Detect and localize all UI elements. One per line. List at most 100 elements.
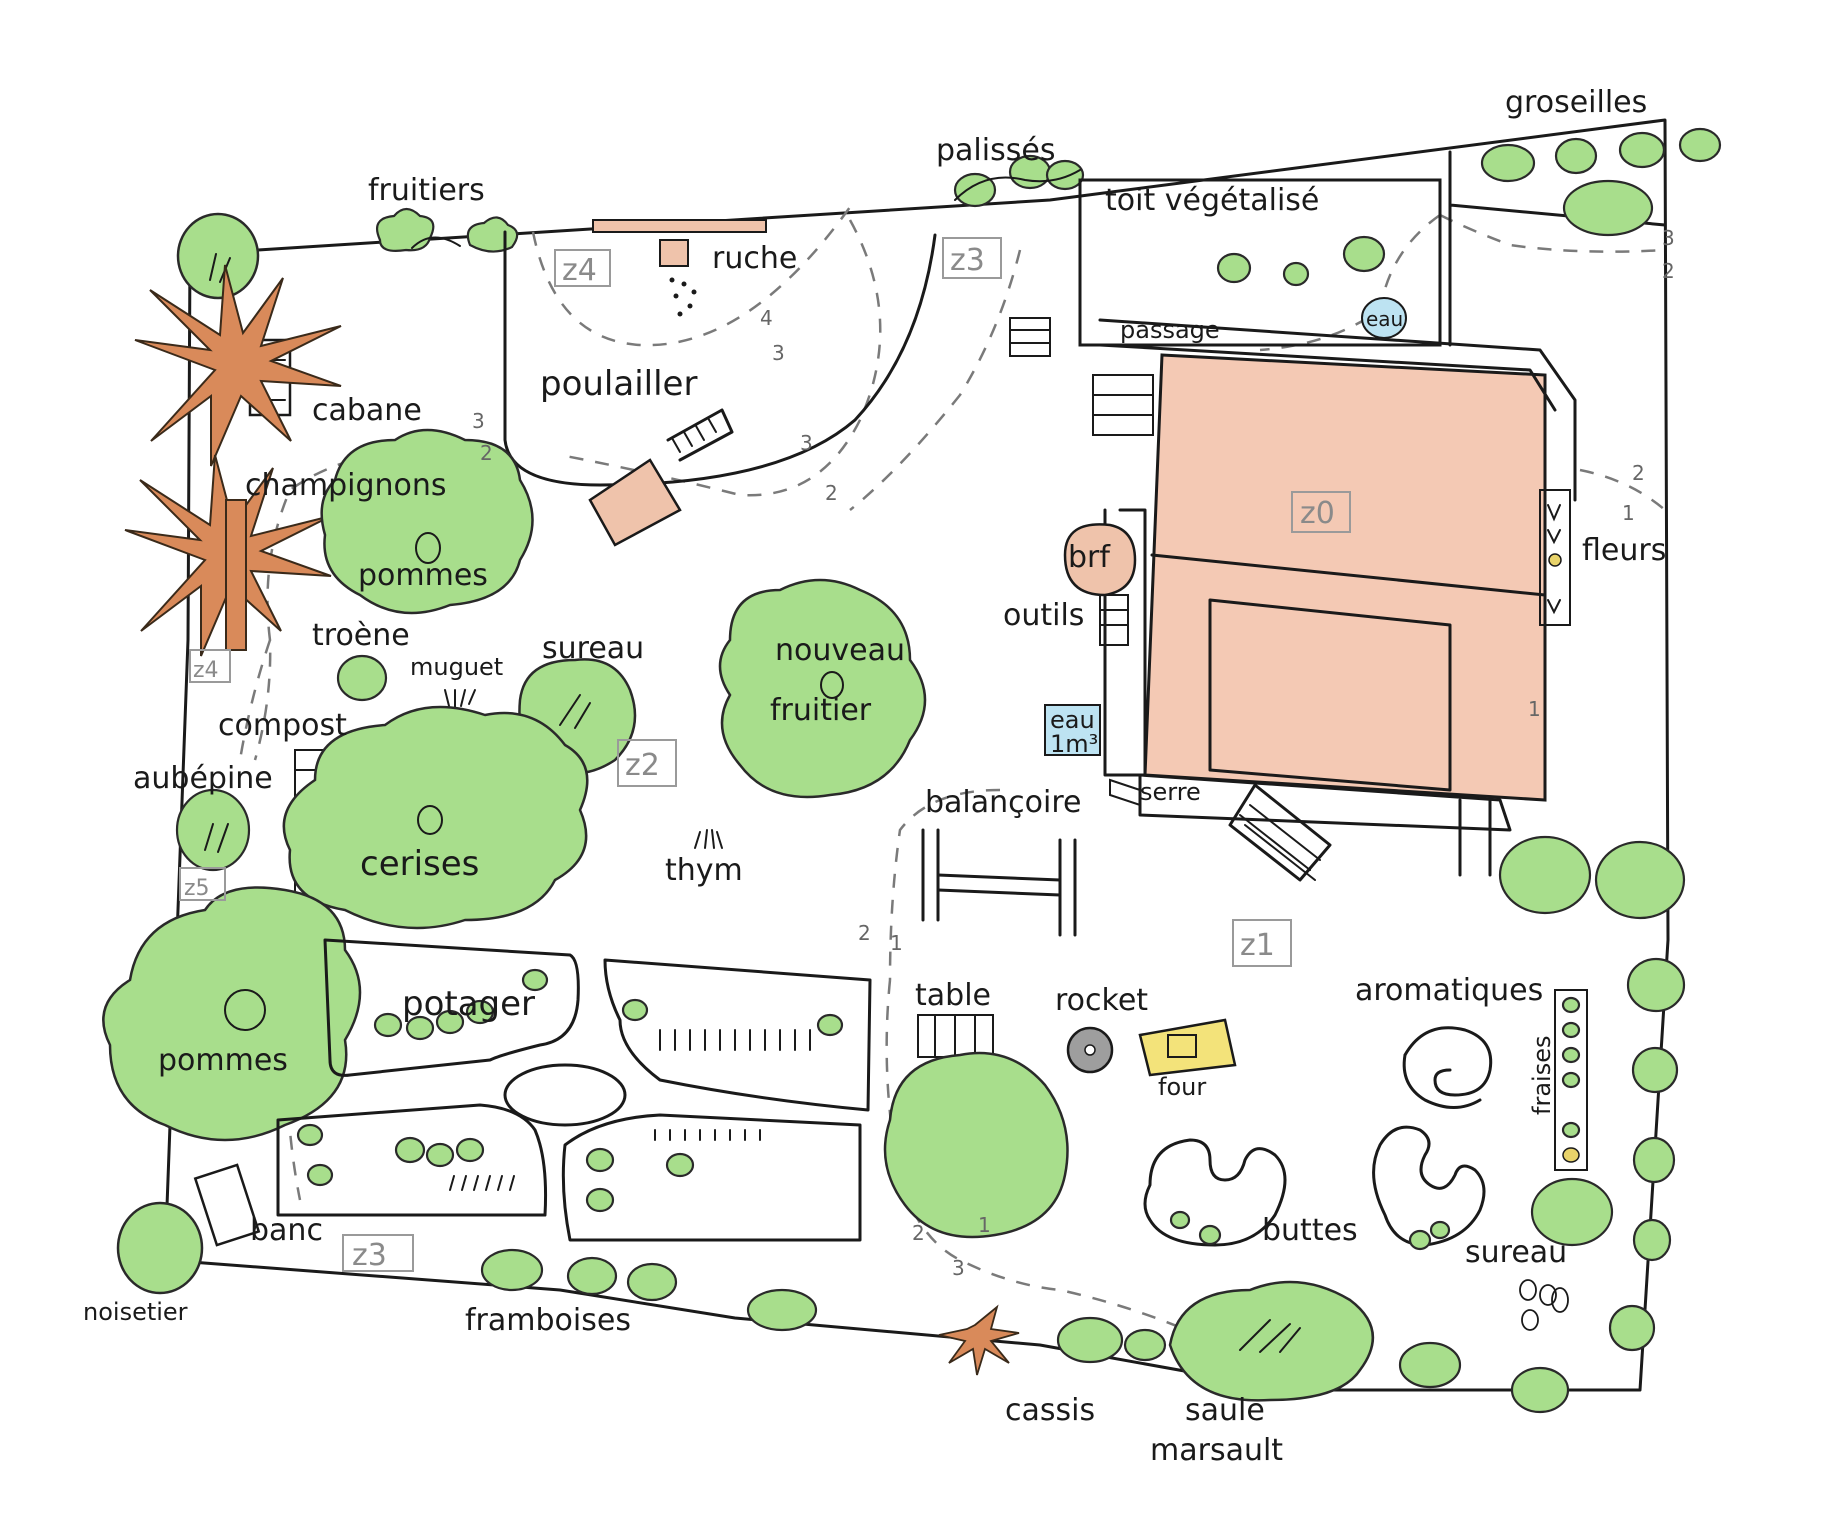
label-banc: banc <box>250 1213 323 1248</box>
svg-text:2: 2 <box>1662 259 1675 283</box>
label-aubepine: aubépine <box>133 761 273 796</box>
label-eau-1m3-line2: 1m³ <box>1050 730 1098 758</box>
label-nouveau: nouveau <box>775 633 905 668</box>
toit-vegetalise-area <box>1078 178 1442 347</box>
zone-z4-top: z4 <box>562 253 597 288</box>
plan-labels: fruitiers palissés groseilles toit végét… <box>83 85 1666 1468</box>
label-potager: potager <box>402 984 535 1024</box>
label-table: table <box>915 978 991 1013</box>
fraises-bed <box>1554 989 1588 1171</box>
property-boundary <box>163 118 1670 1392</box>
label-balancoire: balançoire <box>925 785 1081 820</box>
label-marsault: marsault <box>1150 1433 1283 1468</box>
label-noisetier: noisetier <box>83 1298 188 1326</box>
label-rocket: rocket <box>1055 983 1148 1018</box>
label-pommes-bottom: pommes <box>158 1043 288 1078</box>
zone-z2: z2 <box>625 748 660 783</box>
label-champignons: champignons <box>245 468 447 503</box>
bee-dots <box>669 277 697 317</box>
cassis-bush-2 <box>1123 1328 1167 1362</box>
noisetier-tree <box>116 1201 204 1295</box>
svg-text:2: 2 <box>1632 461 1645 485</box>
zone-z0: z0 <box>1300 496 1335 531</box>
label-buttes: buttes <box>1262 1213 1358 1248</box>
svg-text:3: 3 <box>1662 226 1675 250</box>
zone-z4-left: z4 <box>193 658 219 683</box>
label-ruche: ruche <box>712 241 797 276</box>
svg-text:2: 2 <box>912 1221 925 1245</box>
stones <box>1519 1279 1569 1331</box>
poulailler-house <box>588 458 682 547</box>
palisses <box>953 154 1085 208</box>
aromatiques-spiral <box>1403 1026 1493 1097</box>
fruitiers-row <box>376 207 519 253</box>
label-sureau-mid: sureau <box>542 631 644 666</box>
roof-plants <box>1216 235 1386 287</box>
label-palisses: palissés <box>936 133 1055 168</box>
palm-bottom <box>124 454 332 657</box>
label-fleurs: fleurs <box>1582 533 1666 568</box>
svg-text:1: 1 <box>890 931 903 955</box>
potager <box>276 938 872 1242</box>
label-groseilles: groseilles <box>1505 85 1647 120</box>
svg-text:1: 1 <box>1528 697 1541 721</box>
thym-plant <box>694 829 723 849</box>
label-outils: outils <box>1003 598 1084 633</box>
zone-z5: z5 <box>184 876 210 901</box>
label-eau-barrel: eau <box>1366 307 1403 331</box>
svg-text:4: 4 <box>760 306 773 330</box>
zone-ring-numbers: 4 3 3 2 3 2 3 2 2 1 1 2 1 2 3 1 <box>472 226 1675 1280</box>
label-pommes-top: pommes <box>358 558 488 593</box>
label-framboises: framboises <box>465 1303 631 1338</box>
label-poulailler: poulailler <box>540 364 697 404</box>
brf-pile <box>1063 523 1137 597</box>
label-thym: thym <box>665 853 743 888</box>
zone-z3-bottom: z3 <box>352 1238 387 1273</box>
label-four: four <box>1158 1073 1206 1101</box>
aubepine-bush <box>175 788 251 872</box>
label-fraises: fraises <box>1528 1036 1556 1115</box>
banc-icon <box>193 1163 261 1247</box>
label-passage: passage <box>1120 316 1220 344</box>
nouveau-fruitier-tree <box>718 578 927 799</box>
label-cassis: cassis <box>1005 1393 1095 1428</box>
palm-top <box>134 264 342 467</box>
svg-text:1: 1 <box>1622 501 1635 525</box>
label-toit-vegetalise: toit végétalisé <box>1105 183 1319 218</box>
svg-text:2: 2 <box>858 921 871 945</box>
poulailler-enclosure <box>503 230 937 487</box>
label-cabane: cabane <box>312 393 422 428</box>
label-fruitiers: fruitiers <box>368 173 485 208</box>
label-fruitier: fruitier <box>770 693 872 728</box>
table-tree <box>883 1051 1069 1239</box>
svg-text:2: 2 <box>480 441 493 465</box>
label-serre: serre <box>1140 778 1201 806</box>
zone-z1: z1 <box>1240 928 1275 963</box>
label-saule: saule <box>1185 1393 1265 1428</box>
zone-z3-top: z3 <box>950 243 985 278</box>
fleurs-bed <box>1539 489 1571 626</box>
svg-text:3: 3 <box>800 431 813 455</box>
bottom-palm <box>938 1304 1020 1376</box>
svg-text:3: 3 <box>772 341 785 365</box>
svg-text:3: 3 <box>952 1256 965 1280</box>
label-brf: brf <box>1068 540 1111 575</box>
troene-bush <box>336 654 388 702</box>
label-sureau-right: sureau <box>1465 1235 1567 1270</box>
label-compost: compost <box>218 708 347 743</box>
house-roof <box>1143 353 1547 802</box>
svg-text:1: 1 <box>978 1213 991 1237</box>
right-hedge <box>1398 835 1686 1414</box>
label-troene: troène <box>312 618 410 653</box>
label-cerises: cerises <box>360 844 479 884</box>
fraises-plants <box>1561 996 1581 1163</box>
outils-rack <box>1099 594 1129 646</box>
poulailler-ramp <box>666 408 734 462</box>
sureau-right-bush <box>1530 1177 1614 1247</box>
label-eau-1m3-line1: eau <box>1050 706 1095 734</box>
buttes <box>1143 1125 1486 1251</box>
cerises-tree <box>282 705 589 930</box>
corner-tree <box>176 212 260 300</box>
pommes-bottom-tree <box>102 886 362 1142</box>
